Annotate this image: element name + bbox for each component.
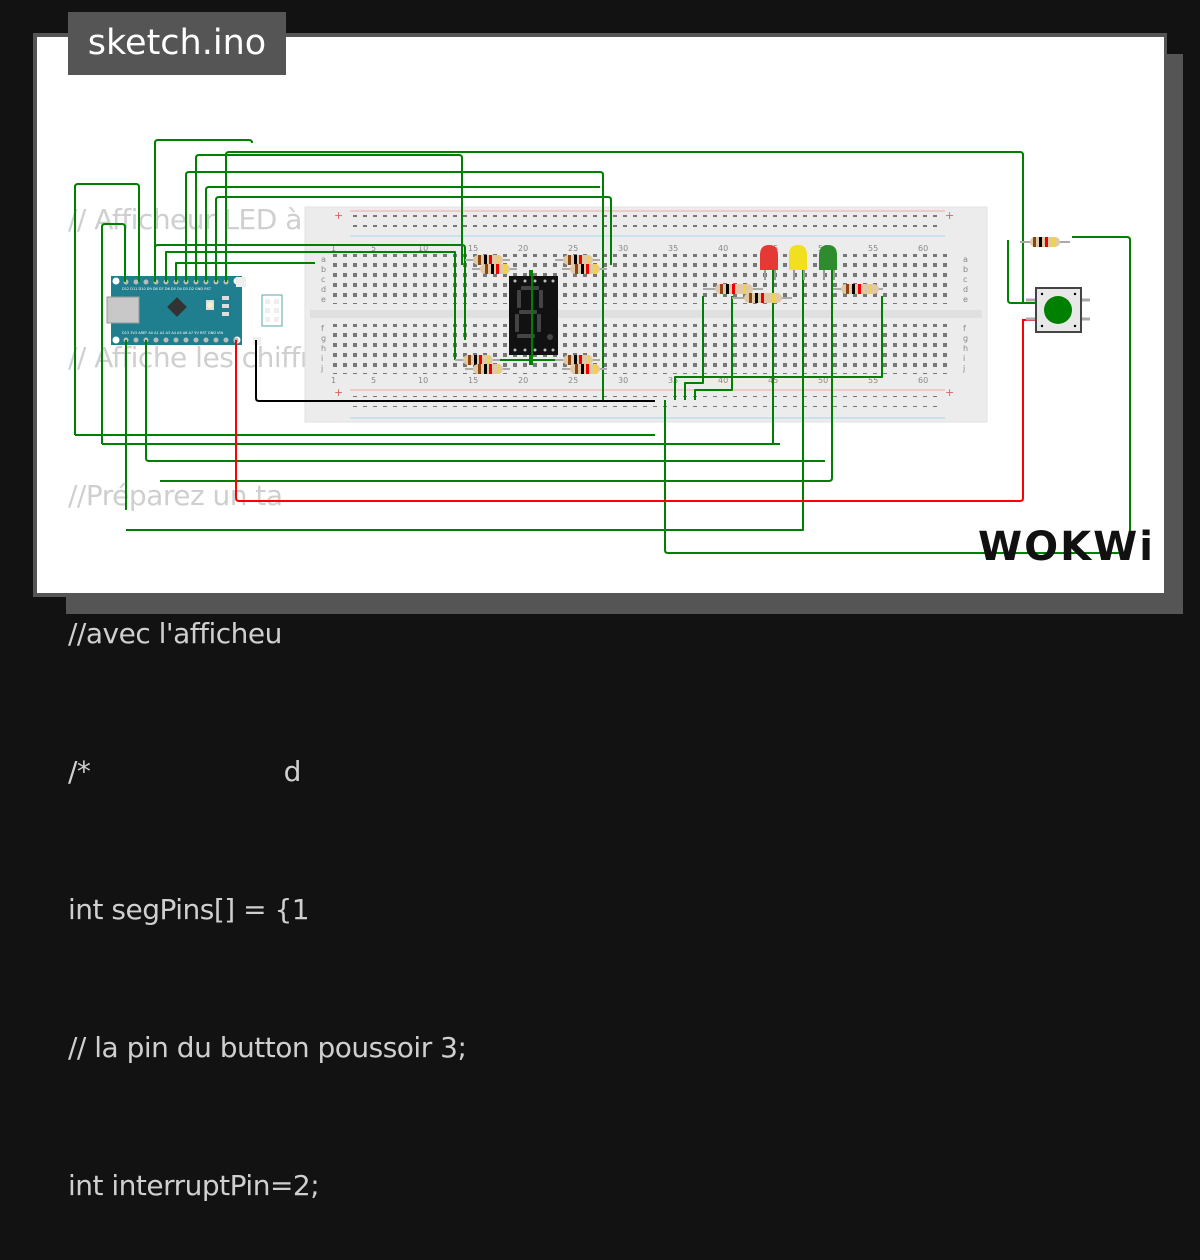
svg-text:20: 20 (518, 244, 528, 253)
svg-text:5: 5 (371, 244, 376, 253)
svg-text:f: f (321, 324, 324, 333)
svg-text:30: 30 (618, 244, 628, 253)
wokwi-logo: WOKWi (978, 524, 1155, 570)
svg-text:D12 D11 D10 D9 D8 D7 D6 D5 D4: D12 D11 D10 D9 D8 D7 D6 D5 D4 D3 D2 GND … (122, 287, 212, 291)
svg-text:f: f (963, 324, 966, 333)
code-line: int interruptPin=2; (68, 1169, 320, 1202)
svg-text:d: d (321, 285, 326, 294)
resistor (465, 255, 510, 265)
signal-wires (74, 139, 1131, 554)
svg-text:b: b (321, 265, 326, 274)
svg-text:40: 40 (718, 376, 728, 385)
svg-text:b: b (963, 265, 968, 274)
resistor (472, 264, 517, 274)
svg-text:55: 55 (868, 376, 878, 385)
svg-text:e: e (321, 295, 326, 304)
svg-text:+: + (945, 209, 954, 222)
resistor (555, 355, 600, 365)
svg-text:35: 35 (668, 376, 678, 385)
svg-text:60: 60 (918, 376, 928, 385)
svg-text:i: i (963, 354, 965, 363)
svg-text:60: 60 (918, 244, 928, 253)
svg-text:h: h (963, 344, 968, 353)
svg-text:c: c (963, 275, 967, 284)
svg-text:g: g (321, 334, 326, 343)
svg-text:40: 40 (718, 244, 728, 253)
svg-text:h: h (321, 344, 326, 353)
svg-text:30: 30 (618, 376, 628, 385)
code-line: int segPins[] = {1 (68, 893, 310, 926)
power-wire (235, 319, 1035, 502)
svg-text:1: 1 (331, 376, 336, 385)
file-tab[interactable]: sketch.ino (68, 12, 286, 75)
microcontroller-chip (167, 297, 187, 317)
resistor (703, 284, 763, 294)
ground-wire (255, 340, 655, 402)
svg-text:e: e (963, 295, 968, 304)
svg-text:D13 3V3 AREF A0 A1 A2 A3 A4 A5: D13 3V3 AREF A0 A1 A2 A3 A4 A5 A6 A7 5V … (122, 331, 223, 335)
resistor (555, 255, 600, 265)
frame-bottom-edge (37, 593, 1167, 597)
usb-port (106, 296, 140, 324)
resistor (562, 264, 607, 274)
seven-segment-display (509, 276, 558, 355)
led-green (819, 245, 837, 280)
svg-text:15: 15 (468, 376, 478, 385)
svg-text:g: g (963, 334, 968, 343)
svg-text:15: 15 (468, 244, 478, 253)
resistor (465, 364, 510, 374)
svg-text:d: d (963, 285, 968, 294)
led-yellow (789, 245, 807, 280)
svg-text:35: 35 (668, 244, 678, 253)
svg-text:+: + (945, 386, 954, 399)
resistor (1020, 237, 1070, 247)
svg-text:25: 25 (568, 244, 578, 253)
code-line: // la pin du button poussoir 3; (68, 1031, 467, 1064)
svg-text:a: a (321, 255, 326, 264)
code-line: /* d (68, 755, 301, 788)
svg-text:25: 25 (568, 376, 578, 385)
svg-text:50: 50 (818, 376, 828, 385)
svg-text:10: 10 (418, 376, 428, 385)
svg-text:10: 10 (418, 244, 428, 253)
svg-text:55: 55 (868, 244, 878, 253)
svg-text:20: 20 (518, 376, 528, 385)
code-line: //Préparez un ta (68, 479, 283, 512)
svg-text:c: c (321, 275, 325, 284)
resistor (833, 284, 883, 294)
resistor (562, 364, 607, 374)
svg-text:1: 1 (331, 244, 336, 253)
svg-text:i: i (321, 354, 323, 363)
pushbutton[interactable] (1026, 287, 1090, 333)
svg-text:a: a (963, 255, 968, 264)
svg-text:j: j (962, 364, 965, 373)
resistors (455, 237, 1070, 374)
svg-text:+: + (334, 209, 343, 222)
svg-text:5: 5 (371, 376, 376, 385)
svg-text:j: j (320, 364, 323, 373)
arduino-nano[interactable]: D12 D11 D10 D9 D8 D7 D6 D5 D4 D3 D2 GND … (106, 276, 283, 345)
led-red (760, 245, 778, 280)
svg-text:+: + (334, 386, 343, 399)
resistor (455, 355, 500, 365)
resistor (732, 293, 792, 303)
